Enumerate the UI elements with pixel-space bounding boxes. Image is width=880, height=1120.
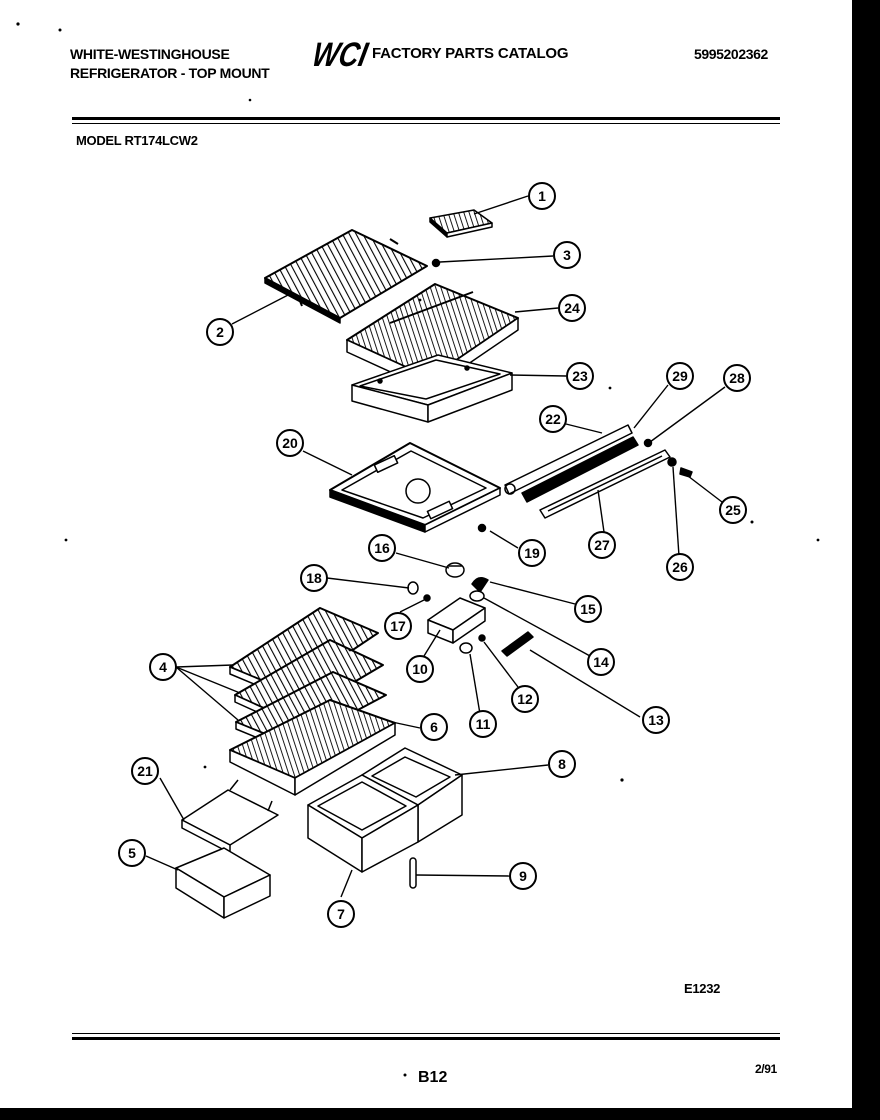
callout-28-label: 28 — [729, 370, 745, 386]
scan-specks — [16, 22, 820, 1077]
callout-26-label: 26 — [672, 559, 688, 575]
callout-20-label: 20 — [282, 435, 298, 451]
callout-12-label: 12 — [517, 691, 533, 707]
part-1-shape — [429, 209, 493, 238]
part-7-shape — [307, 774, 419, 873]
callout-6: 6 — [420, 713, 448, 741]
brand-name: WHITE-WESTINGHOUSE — [70, 46, 230, 62]
callout-14: 14 — [587, 648, 615, 676]
callout-13-label: 13 — [648, 712, 664, 728]
part-6-shape — [229, 699, 396, 796]
callout-19: 19 — [518, 539, 546, 567]
part-23-shape — [351, 354, 513, 423]
part-18-shape — [407, 581, 419, 595]
callout-24-label: 24 — [564, 300, 580, 316]
part-29-shape — [521, 436, 639, 503]
callout-24: 24 — [558, 294, 586, 322]
callout-21: 21 — [131, 757, 159, 785]
callout-2: 2 — [206, 318, 234, 346]
catalog-number: 5995202362 — [694, 46, 768, 62]
callout-9-label: 9 — [519, 868, 527, 884]
callout-11: 11 — [469, 710, 497, 738]
callout-7-label: 7 — [337, 906, 345, 922]
logo-text: WCI — [309, 36, 371, 70]
callout-9: 9 — [509, 862, 537, 890]
callout-6-label: 6 — [430, 719, 438, 735]
parts-catalog-page: WHITE-WESTINGHOUSE REFRIGERATOR - TOP MO… — [0, 0, 852, 1108]
callout-23-label: 23 — [572, 368, 588, 384]
callout-18: 18 — [300, 564, 328, 592]
callout-23: 23 — [566, 362, 594, 390]
callout-15: 15 — [574, 595, 602, 623]
callout-17-label: 17 — [390, 618, 406, 634]
footer-rule-thick — [72, 1037, 780, 1040]
footer-rule-thin — [72, 1033, 780, 1034]
part-5-shape — [175, 847, 271, 919]
part-13-shape — [501, 631, 534, 657]
callout-22: 22 — [539, 405, 567, 433]
callout-27: 27 — [588, 531, 616, 559]
callout-19-label: 19 — [524, 545, 540, 561]
part-16-shape — [445, 562, 465, 578]
part-10-shape — [427, 597, 486, 644]
callout-15-label: 15 — [580, 601, 596, 617]
part-27-shape — [539, 449, 671, 519]
callout-2-label: 2 — [216, 324, 224, 340]
callout-13: 13 — [642, 706, 670, 734]
part-15-shape — [471, 577, 489, 593]
callouts: 1 2 3 4 5 6 7 8 9 10 11 12 13 14 15 16 1… — [118, 182, 751, 928]
callout-28: 28 — [723, 364, 751, 392]
catalog-title: FACTORY PARTS CATALOG — [372, 45, 569, 62]
callout-20: 20 — [276, 429, 304, 457]
part-11-shape — [459, 642, 473, 654]
appliance-type: REFRIGERATOR - TOP MOUNT — [70, 65, 270, 81]
callout-12: 12 — [511, 685, 539, 713]
callout-1: 1 — [528, 182, 556, 210]
part-9-shape — [409, 857, 417, 889]
header-rule-thick — [72, 117, 780, 120]
callout-22-label: 22 — [545, 411, 561, 427]
part-21-shape — [181, 779, 279, 854]
model-number: MODEL RT174LCW2 — [76, 133, 198, 148]
callout-8-label: 8 — [558, 756, 566, 772]
callout-16-label: 16 — [374, 540, 390, 556]
callout-29-label: 29 — [672, 368, 688, 384]
callout-27-label: 27 — [594, 537, 610, 553]
wci-logo: WCI — [309, 36, 371, 70]
page-code: B12 — [418, 1069, 448, 1086]
revision-date: 2/91 — [755, 1062, 777, 1076]
callout-10-label: 10 — [412, 661, 428, 677]
callout-4: 4 — [149, 653, 177, 681]
callout-5: 5 — [118, 839, 146, 867]
part-2-shape — [264, 229, 428, 324]
callout-3: 3 — [553, 241, 581, 269]
callout-21-label: 21 — [137, 763, 153, 779]
callout-11-label: 11 — [476, 716, 491, 732]
callout-5-label: 5 — [128, 845, 136, 861]
exploded-parts-diagram: 1 2 3 4 5 6 7 8 9 10 11 12 13 14 15 16 1… — [16, 22, 820, 1077]
part-14-shape — [469, 590, 485, 602]
callout-25: 25 — [719, 496, 747, 524]
callout-25-label: 25 — [725, 502, 741, 518]
callout-16: 16 — [368, 534, 396, 562]
header-rule-thin — [72, 123, 780, 124]
callout-14-label: 14 — [593, 654, 609, 670]
callout-18-label: 18 — [306, 570, 322, 586]
leader-lines — [145, 195, 726, 898]
callout-1-label: 1 — [538, 188, 546, 204]
callout-29: 29 — [666, 362, 694, 390]
part-20-shape — [329, 442, 501, 533]
callout-10: 10 — [406, 655, 434, 683]
callout-7: 7 — [327, 900, 355, 928]
diagram-code: E1232 — [684, 981, 721, 996]
callout-17: 17 — [384, 612, 412, 640]
callout-8: 8 — [548, 750, 576, 778]
callout-26: 26 — [666, 553, 694, 581]
part-22-shape — [504, 424, 633, 495]
callout-3-label: 3 — [563, 247, 571, 263]
callout-4-label: 4 — [159, 659, 167, 675]
